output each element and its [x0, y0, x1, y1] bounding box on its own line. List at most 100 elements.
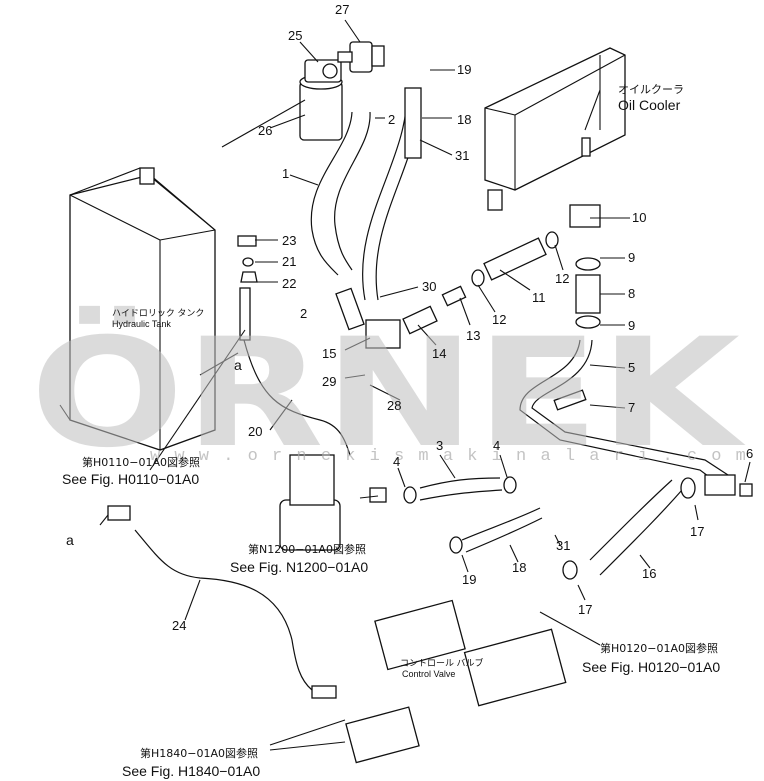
filter-assembly	[299, 59, 343, 141]
ref-h0120-en: See Fig. H0120−01A0	[582, 659, 720, 675]
control-valve-right	[463, 628, 567, 707]
clamp-17b	[562, 560, 578, 580]
swivel-joint	[279, 454, 387, 551]
callout-12a: 12	[555, 271, 569, 286]
pipe-21	[239, 287, 251, 341]
part-13	[441, 285, 467, 307]
clamp-4b	[503, 476, 517, 494]
callout-8: 8	[628, 286, 635, 301]
ref-h1840-en: See Fig. H1840−01A0	[122, 763, 260, 779]
watermark-logo: ÖRNEK	[30, 305, 746, 481]
fitting-10	[569, 204, 601, 228]
callout-1: 1	[282, 166, 289, 181]
hose-end-31	[404, 87, 422, 159]
block-15	[335, 287, 401, 349]
callout-7: 7	[628, 400, 635, 415]
clamp-17a	[680, 477, 696, 499]
fitting-pipe-end	[704, 474, 736, 496]
callout-31-top: 31	[455, 148, 469, 163]
bolt-7	[553, 389, 587, 411]
valve-h1840	[345, 706, 420, 764]
callout-4-left: 4	[393, 454, 400, 469]
fitting-24-end	[311, 685, 337, 699]
callout-19-bottom: 19	[462, 572, 476, 587]
hose-8	[575, 274, 601, 314]
callout-2-top: 2	[388, 112, 395, 127]
callout-24: 24	[172, 618, 186, 633]
hose-1	[310, 111, 371, 276]
oil-cooler-jp: オイルクーラ	[618, 83, 684, 96]
callout-17-right: 17	[690, 524, 704, 539]
hose-18-lower	[461, 507, 543, 553]
callout-22: 22	[282, 276, 296, 291]
callout-31-bottom: 31	[556, 538, 570, 553]
callout-3: 3	[436, 438, 443, 453]
control-valve-en: Control Valve	[402, 669, 455, 679]
callout-10: 10	[632, 210, 646, 225]
hose-3	[419, 477, 503, 501]
callout-9b: 9	[628, 318, 635, 333]
marker-a-bottom: a	[66, 532, 74, 548]
callout-9a: 9	[628, 250, 635, 265]
callout-19-top: 19	[457, 62, 471, 77]
marker-a-top: a	[234, 357, 242, 373]
ref-n1200-jp: 第N1200−01A0図参照	[248, 542, 366, 556]
callout-27: 27	[335, 2, 349, 17]
elbow-23	[237, 235, 257, 247]
clamp-12a	[471, 269, 485, 287]
control-valve-jp: コントロール バルブ	[400, 657, 484, 668]
watermark-url: w w w . o r n e k i s m a k i n a l a r …	[150, 447, 764, 466]
part-11	[483, 237, 547, 281]
ref-h0120-jp: 第H0120−01A0図参照	[600, 641, 718, 655]
hydraulic-tank-jp: ハイドロリック タンク	[112, 308, 204, 318]
callout-5: 5	[628, 360, 635, 375]
callout-12b: 12	[492, 312, 506, 327]
hose-24	[134, 529, 313, 691]
oil-cooler-en: Oil Cooler	[618, 97, 681, 113]
clamp-12b	[545, 231, 559, 249]
callout-14: 14	[432, 346, 446, 361]
ref-n1200-en: See Fig. N1200−01A0	[230, 559, 368, 575]
hydraulic-tank	[59, 167, 216, 451]
pipe-5	[519, 339, 729, 486]
callout-25: 25	[288, 28, 302, 43]
clamp-19	[449, 536, 463, 554]
callout-29: 29	[322, 374, 336, 389]
hydraulic-tank-en: Hydraulic Tank	[112, 319, 171, 329]
part-14	[402, 305, 438, 335]
callout-23: 23	[282, 233, 296, 248]
callout-28: 28	[387, 398, 401, 413]
ref-h0110-en: See Fig. H0110−01A0	[62, 471, 199, 487]
callout-20: 20	[248, 424, 262, 439]
callout-6: 6	[746, 446, 753, 461]
clamp-9a	[575, 257, 601, 271]
clamp-4a	[403, 486, 417, 504]
control-valve-left	[374, 599, 466, 671]
callout-26: 26	[258, 123, 272, 138]
callout-4-right: 4	[493, 438, 500, 453]
callout-17-left: 17	[578, 602, 592, 617]
ref-h0110-jp: 第H0110−01A0図参照	[82, 455, 200, 469]
leader-lines	[99, 19, 751, 751]
callout-18-top: 18	[457, 112, 471, 127]
ref-h1840-jp: 第H1840−01A0図参照	[140, 746, 258, 760]
callout-18-bottom: 18	[512, 560, 526, 575]
callout-21: 21	[282, 254, 296, 269]
hose-20	[243, 339, 351, 456]
hose-16	[589, 479, 683, 576]
clamp-9b	[575, 315, 601, 329]
fitting-a	[107, 505, 131, 521]
callout-16: 16	[642, 566, 656, 581]
nut-22	[240, 271, 258, 283]
elbow-fitting-27	[337, 41, 385, 73]
callout-13: 13	[466, 328, 480, 343]
callout-15: 15	[322, 346, 336, 361]
callout-11: 11	[532, 290, 546, 305]
nut-21	[242, 257, 254, 267]
oil-cooler	[484, 47, 626, 211]
plug-6	[739, 483, 753, 497]
callout-2-mid: 2	[300, 306, 307, 321]
callout-30: 30	[422, 279, 436, 294]
